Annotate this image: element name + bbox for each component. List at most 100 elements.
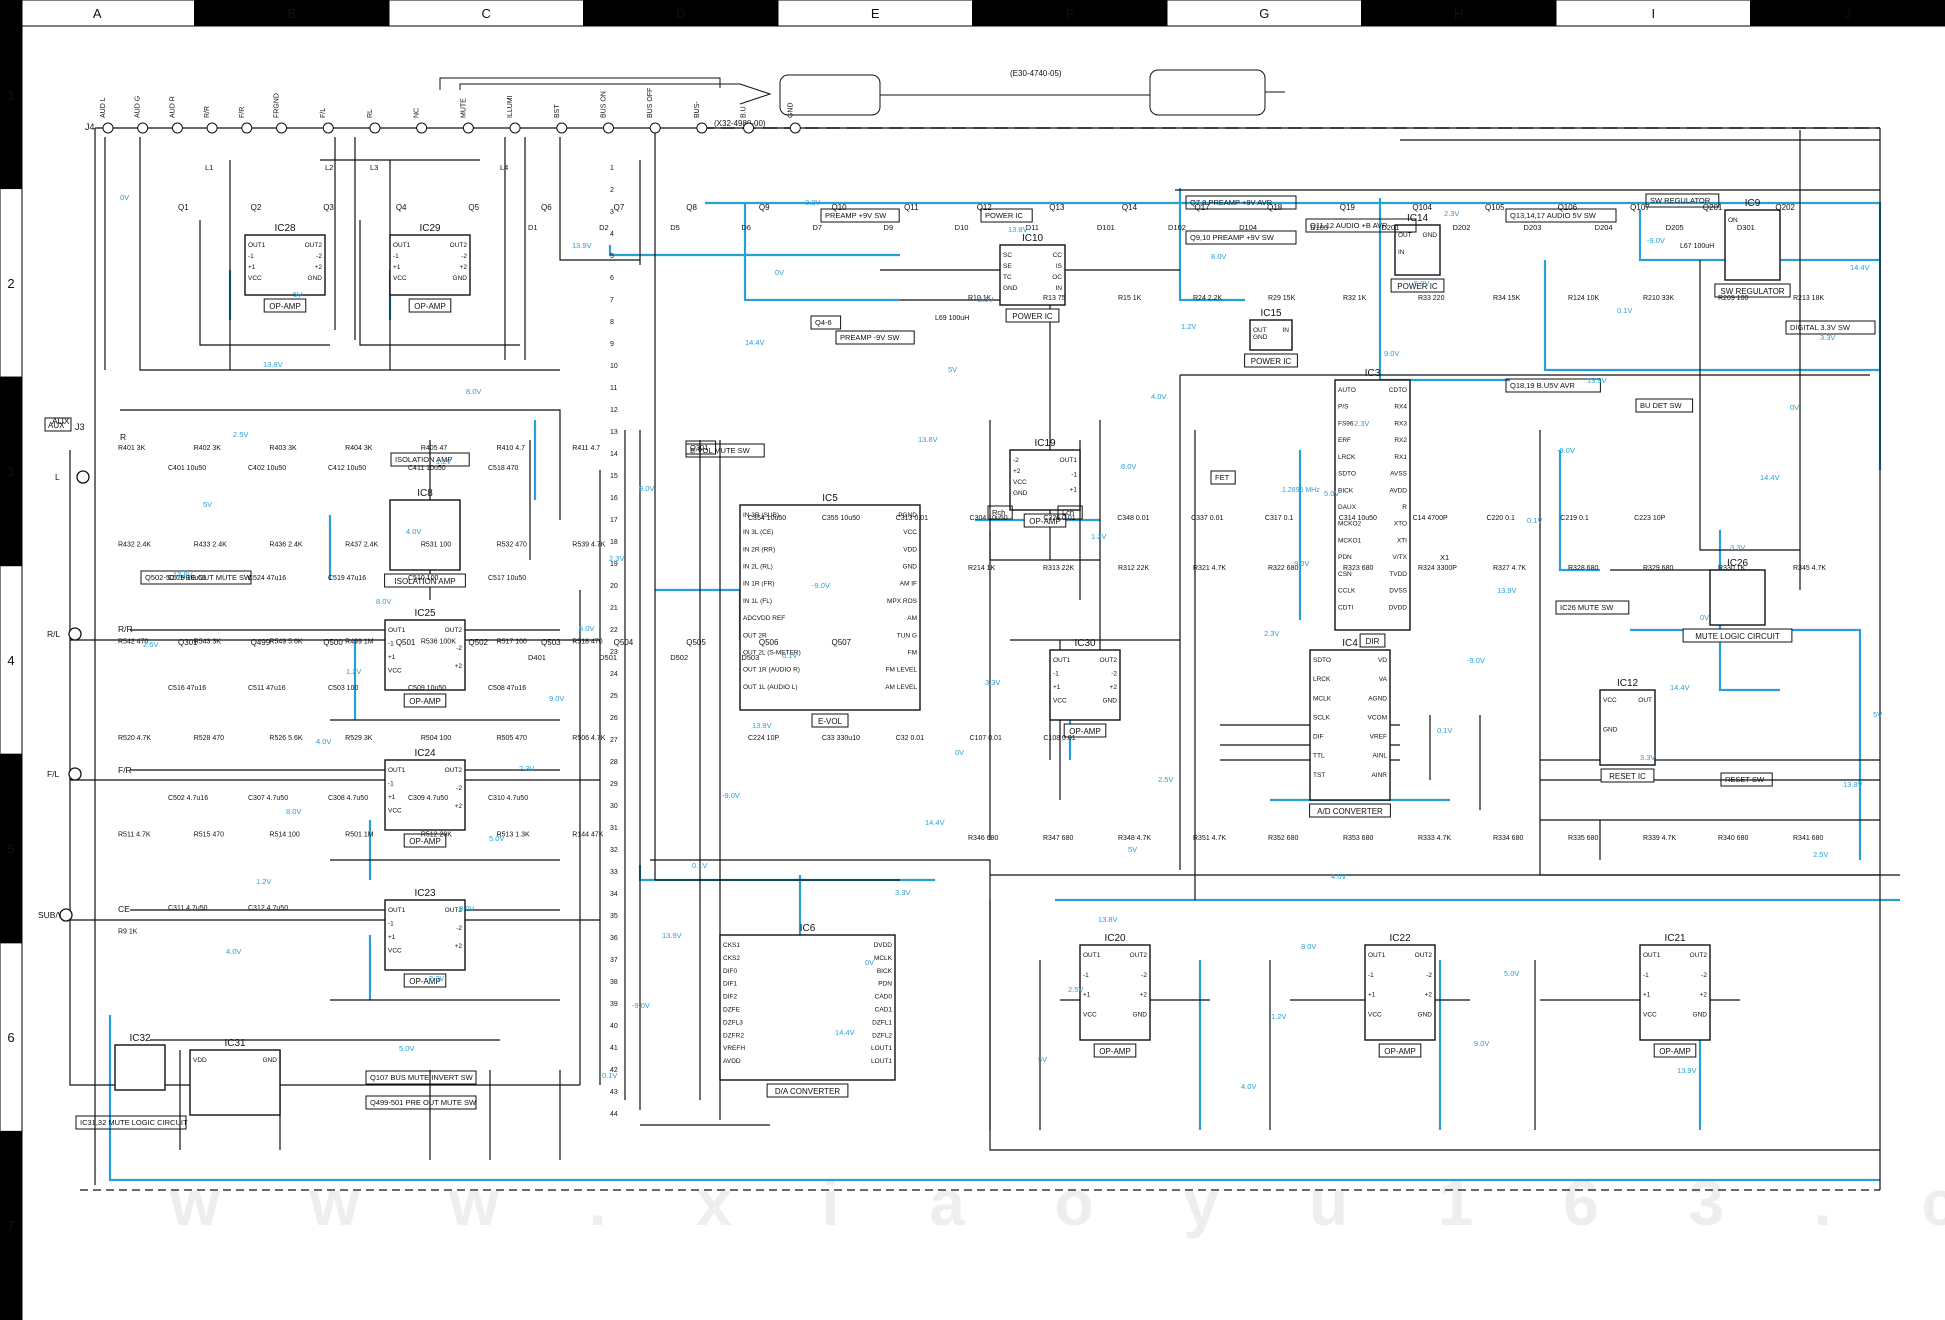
ic8-name: IC8 xyxy=(417,488,433,499)
capacitor-ref: C107 0.01 xyxy=(970,735,1002,742)
ic4-pin: TST xyxy=(1313,772,1325,779)
ic21-name: IC21 xyxy=(1664,933,1686,944)
capacitor-ref: C509 10u50 xyxy=(408,685,446,692)
ic9-body xyxy=(1724,209,1781,281)
ic23-label-box xyxy=(403,973,447,988)
ic3-pin: TVDD xyxy=(1389,571,1407,578)
resistor-ref: R335 680 xyxy=(1568,835,1598,842)
transistor-ref: Q8 xyxy=(686,203,697,212)
column-label: D xyxy=(676,6,685,21)
ic5-pin: OUT 2L (S-METER) xyxy=(743,649,801,656)
ic29-pin: +2 xyxy=(460,264,468,271)
input-jack-label: SUB/W xyxy=(38,910,66,920)
ic6-pin: LOUT1 xyxy=(871,1058,892,1065)
input-jack-label: L xyxy=(55,472,60,482)
resistor-ref: R401 3K xyxy=(118,445,146,452)
transistor-ref: Q201 xyxy=(1703,203,1723,212)
capacitor-ref: C411 10u50 xyxy=(408,465,446,472)
capacitor-ref: C524 47u16 xyxy=(248,575,286,582)
ic4-pin: LRCK xyxy=(1313,676,1331,683)
diode-ref: D6 xyxy=(741,223,751,232)
column-label: A xyxy=(93,6,102,21)
transistor-ref: Q7 xyxy=(614,203,625,212)
voltage-label: 13.9V xyxy=(1497,586,1517,595)
ic28-pin: OUT2 xyxy=(305,242,323,249)
voltage-label: 13.8V xyxy=(918,435,938,444)
transistor-ref: Q105 xyxy=(1485,203,1505,212)
ic5-pin: VCC xyxy=(903,529,917,536)
row-label: 3 xyxy=(7,464,14,479)
ic22-pin: VCC xyxy=(1368,1011,1382,1018)
resistor-ref: R411 4.7 xyxy=(572,445,600,452)
function-label-box xyxy=(1185,195,1297,210)
ic6-pin: DZFL1 xyxy=(872,1019,892,1026)
ic6-pin: BICK xyxy=(877,968,893,975)
function-label: FET xyxy=(1215,473,1230,482)
ic6-pin: CKS2 xyxy=(723,955,740,962)
voltage-label: 9.0V xyxy=(1294,559,1309,568)
column-cell xyxy=(194,0,390,27)
ic14-name: IC14 xyxy=(1407,213,1429,224)
ic3-pin: CCLK xyxy=(1338,588,1356,595)
voltage-label: 5V xyxy=(293,290,302,299)
ic4-pin: VREF xyxy=(1370,734,1387,741)
resistor-ref: R536 100K xyxy=(421,638,456,645)
voltage-label: 9.0V xyxy=(639,484,654,493)
ic6-pin: VREFH xyxy=(723,1045,745,1052)
capacitor-ref: C525 10u50 xyxy=(168,575,206,582)
ic4-pin: VD xyxy=(1378,657,1387,664)
input-jack-label: F/L xyxy=(47,769,60,779)
resistor-ref: R437 2.4K xyxy=(345,542,378,549)
ic25-pin: +2 xyxy=(455,663,463,670)
resistor-ref: R526 5.6K xyxy=(269,735,302,742)
transistor-ref: Q13 xyxy=(1049,203,1065,212)
voltage-label: 14.4V xyxy=(1760,473,1780,482)
ic3-pin: XTO xyxy=(1394,521,1407,528)
ic28-pin: +1 xyxy=(248,264,256,271)
ic22-pin: OUT1 xyxy=(1368,952,1386,959)
resistor-ref: R513 1.3K xyxy=(497,832,530,839)
voltage-label: 2.3V xyxy=(1444,209,1459,218)
voltage-label: 0V xyxy=(1790,403,1799,412)
ic28-pin: OUT1 xyxy=(248,242,266,249)
net-number: 19 xyxy=(610,561,618,568)
voltage-label: 0V xyxy=(865,958,874,967)
net-number: 29 xyxy=(610,781,618,788)
resistor-ref: R341 680 xyxy=(1793,835,1823,842)
transistor-ref: Q18 xyxy=(1267,203,1283,212)
j4-pin-label: ILLUMI xyxy=(507,95,514,118)
voltage-label: 0V xyxy=(955,748,964,757)
ic31-pin: GND xyxy=(263,1057,278,1064)
voltage-label: 2.5V xyxy=(143,640,158,649)
transistor-ref: Q501 xyxy=(396,638,416,647)
ic6-name: IC6 xyxy=(800,923,816,934)
ic6-pin: LOUT1 xyxy=(871,1045,892,1052)
ic29-pin: -2 xyxy=(461,253,467,260)
ic6-pin: MCLK xyxy=(874,955,893,962)
ic25-label: OP-AMP xyxy=(409,697,441,706)
ic19-pin: +1 xyxy=(1070,486,1078,493)
ic28-body xyxy=(244,234,326,296)
ic9-pin: ON xyxy=(1728,217,1738,224)
resistor-ref: R24 2.2K xyxy=(1193,295,1223,302)
voltage-label: 2.3V xyxy=(1264,629,1279,638)
transistor-ref: Q505 xyxy=(686,638,706,647)
ic6-pin: DZFL2 xyxy=(872,1032,892,1039)
ic30-label: OP-AMP xyxy=(1069,727,1101,736)
diode-ref: D501 xyxy=(599,653,617,662)
transistor-ref: Q506 xyxy=(759,638,779,647)
ic15-name: IC15 xyxy=(1260,308,1282,319)
voltage-label: 8.0V xyxy=(1301,942,1316,951)
ic22-name: IC22 xyxy=(1389,933,1411,944)
ic3-pin: AVSS xyxy=(1390,471,1408,478)
diode-ref: D101 xyxy=(1097,223,1115,232)
ic25-name: IC25 xyxy=(414,608,436,619)
function-label-box xyxy=(1720,772,1773,787)
inductor-ref: L2 xyxy=(325,163,333,172)
